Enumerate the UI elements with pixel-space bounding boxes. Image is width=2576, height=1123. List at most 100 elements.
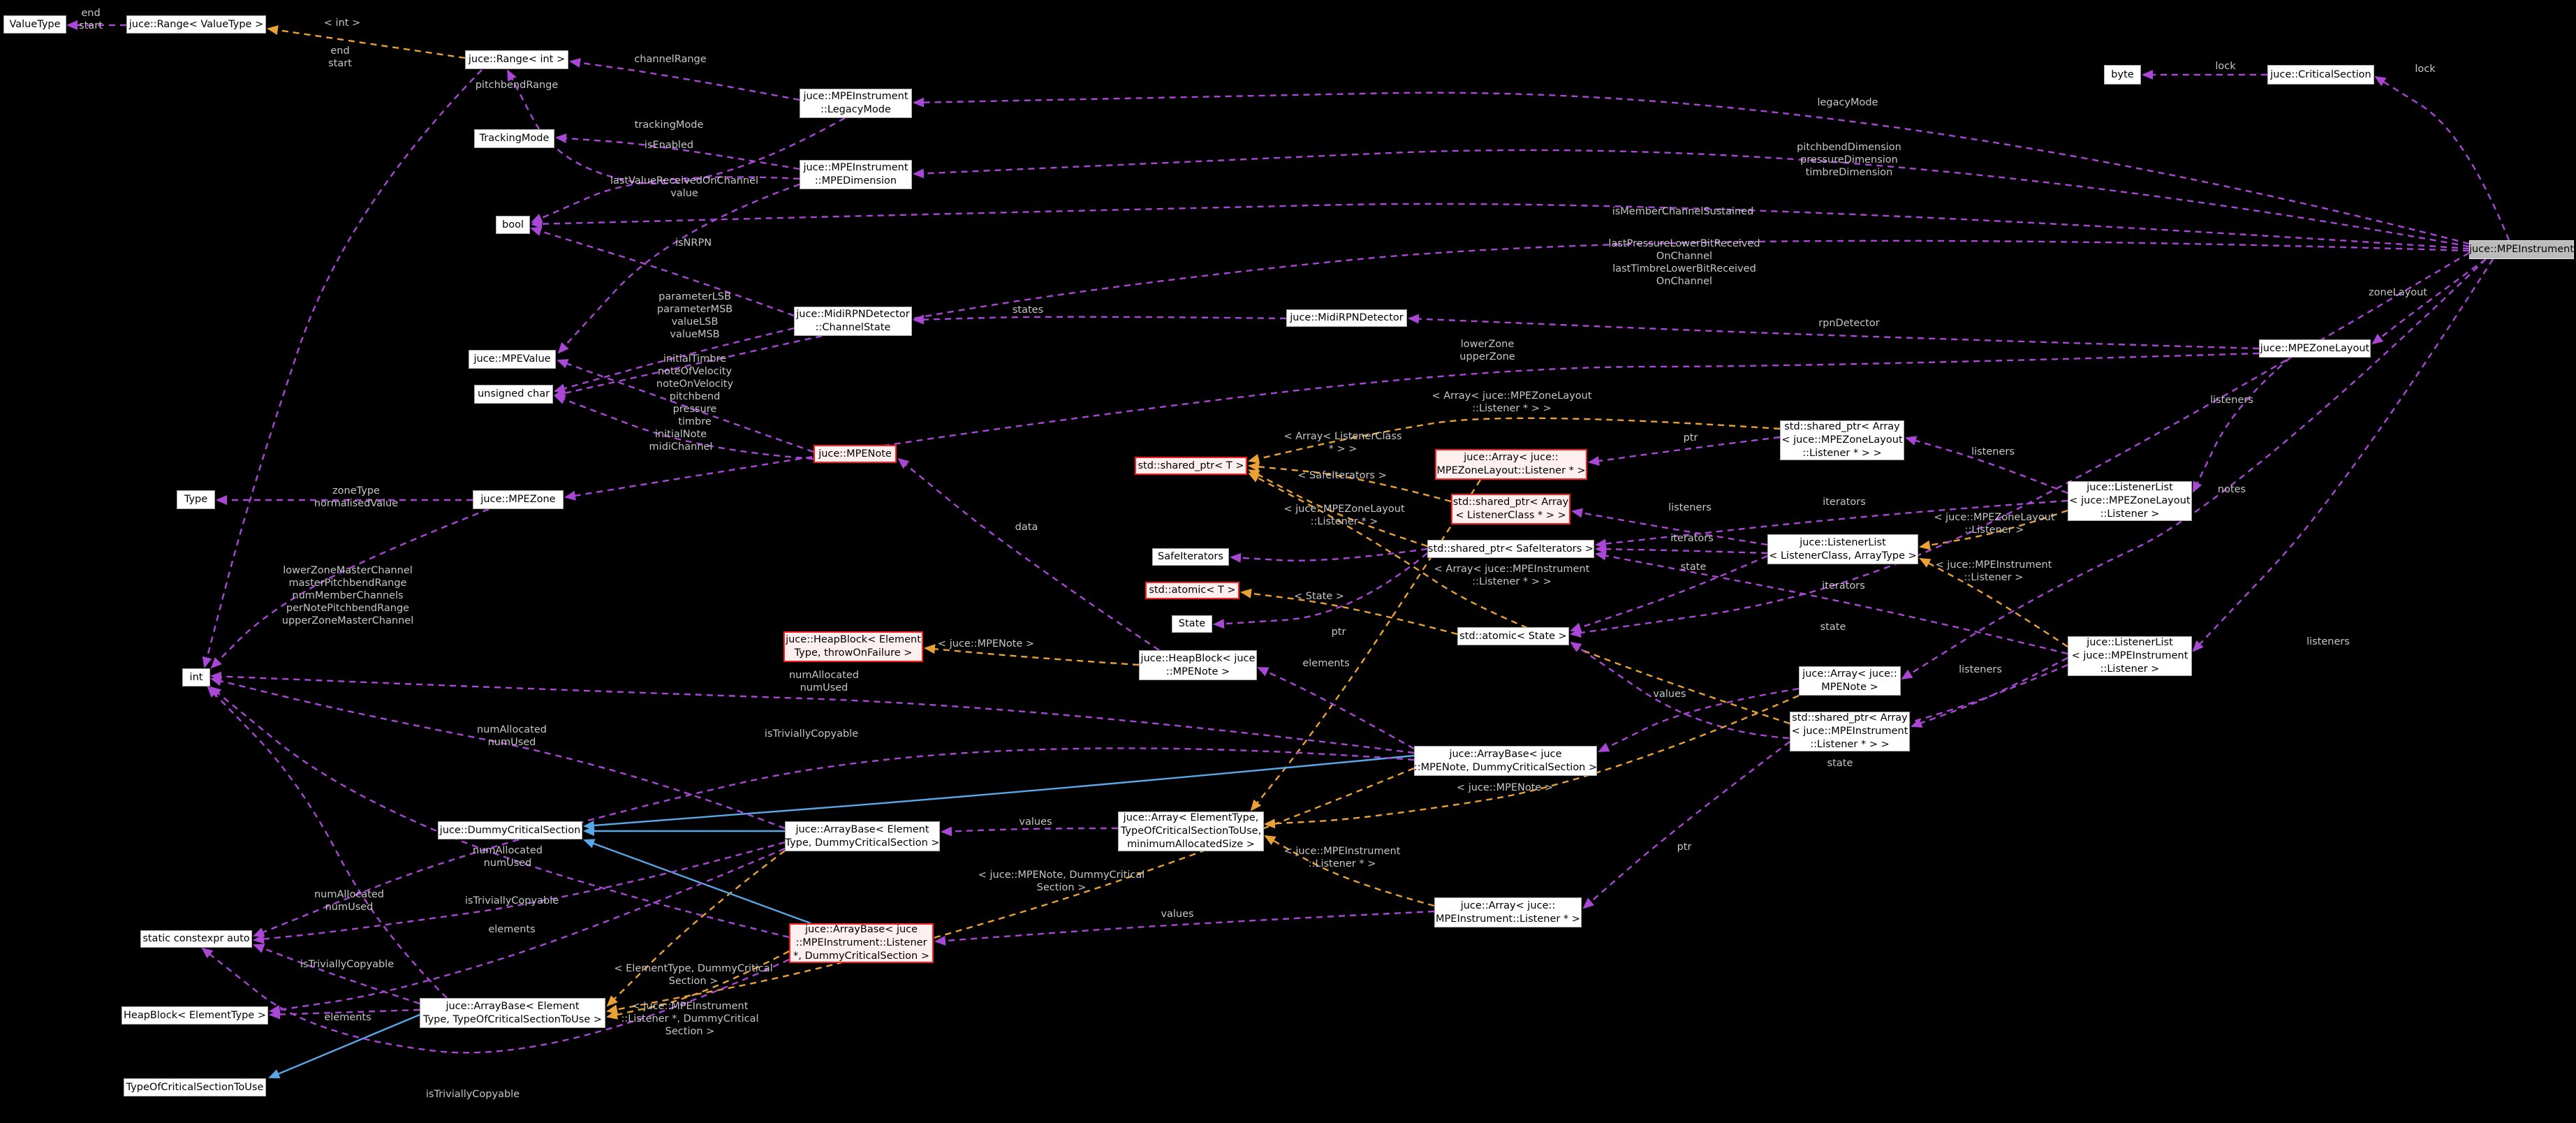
node-label-line: std::shared_ptr< SafeIterators > (1427, 543, 1594, 555)
node-label-line: juce::ListenerList (2086, 637, 2173, 648)
edge-listenerlist-mpezl-to-listenerlist-generic (1919, 509, 2068, 550)
node-mpeinstrument-legacymode[interactable]: juce::MPEInstrument::LegacyMode (800, 89, 912, 118)
node-mpezonelayout[interactable]: juce::MPEZoneLayout (2259, 339, 2371, 358)
node-label-line: juce::ArrayBase< Element (795, 823, 929, 835)
node-label-line: juce::MPEValue (473, 353, 551, 365)
node-bool[interactable]: bool (496, 216, 530, 234)
node-array-mpenote[interactable]: juce::Array< juce::MPENote > (1799, 666, 1901, 696)
node-label-line: HeapBlock< ElementType > (124, 1009, 266, 1021)
node-label-line: minimumAllocatedSize > (1127, 839, 1255, 850)
node-safeiterators[interactable]: SafeIterators (1152, 548, 1229, 566)
node-int[interactable]: int (182, 668, 210, 687)
node-atomic-t[interactable]: std::atomic< T > (1145, 582, 1239, 599)
node-label-line: juce::Array< ElementType, (1123, 812, 1259, 823)
node-range-valuetype[interactable]: juce::Range< ValueType > (126, 15, 266, 34)
edge-listenerlist-mpei-to-atomic-state (1570, 641, 2068, 740)
node-array-mpezonelayout-listener[interactable]: juce::Array< juce::MPEZoneLayout::Listen… (1435, 449, 1587, 480)
node-label-line: juce::Array< juce:: (1802, 668, 1897, 680)
node-static-constexpr-auto[interactable]: static constexpr auto (140, 930, 252, 948)
node-arraybase-mpenote[interactable]: juce::ArrayBase< juce::MPENote, DummyCri… (1414, 746, 1597, 776)
node-label-line: std::shared_ptr< Array (1784, 421, 1900, 432)
node-label-line: < juce::MPEInstrument (1791, 726, 1908, 737)
node-label-line: juce::ListenerList (1799, 536, 1886, 548)
node-label-line: std::shared_ptr< Array (1452, 497, 1569, 508)
node-label-line: ::Listener * > > (1802, 448, 1882, 459)
edge-array-generic-to-arraybase-et-dcs (941, 826, 1119, 837)
node-listenerlist-mpezonelayout[interactable]: juce::ListenerList< juce::MPEZoneLayout:… (2068, 481, 2192, 521)
edge-arraybase-mpei-inherits-dummycs (583, 839, 811, 925)
node-array-generic[interactable]: juce::Array< ElementType,TypeOfCriticalS… (1118, 812, 1264, 851)
node-label-line: Type (184, 494, 208, 505)
node-listenerlist-mpeinstrument[interactable]: juce::ListenerList< juce::MPEInstrument:… (2068, 636, 2192, 676)
node-heapblock-elementtype[interactable]: HeapBlock< ElementType > (122, 1006, 268, 1025)
node-label-line: juce::ListenerList (2086, 482, 2173, 493)
node-shared-ptr-t[interactable]: std::shared_ptr< T > (1135, 457, 1247, 475)
node-shared-ptr-array-mpeinstrument-listener[interactable]: std::shared_ptr< Array< juce::MPEInstrum… (1790, 712, 1910, 751)
edge-array-mpezl-to-array-generic (1250, 479, 1482, 812)
node-mpeinstrument[interactable]: juce::MPEInstrument (2469, 240, 2574, 259)
edge-listenerlist-generic-to-atomic-state (1570, 555, 1768, 633)
edge-sharedptr-array-mpei-to-array-mpei (1582, 741, 1790, 909)
node-label-line: MPEInstrument::Listener * > (1436, 913, 1580, 925)
node-midirpndetector[interactable]: juce::MidiRPNDetector (1286, 309, 1407, 327)
edge-arraybase-generic-inherits-typeofcs (268, 1013, 420, 1079)
node-shared-ptr-array-mpezonelayout-listener[interactable]: std::shared_ptr< Array< juce::MPEZoneLay… (1780, 420, 1904, 460)
node-criticalsection[interactable]: juce::CriticalSection (2267, 65, 2374, 85)
edge-heapblock-mpenote-to-heapblock-generic (924, 644, 1140, 666)
node-label-line: std::shared_ptr< T > (1138, 460, 1244, 471)
node-atomic-state[interactable]: std::atomic< State > (1457, 627, 1569, 645)
node-midirpndetector-channelstate[interactable]: juce::MidiRPNDetector::ChannelState (794, 307, 912, 336)
node-mpeinstrument-mpedimension[interactable]: juce::MPEInstrument::MPEDimension (800, 160, 912, 189)
edge-arraybase-mpei-to-int (209, 686, 790, 939)
node-mpezone[interactable]: juce::MPEZone (473, 490, 564, 509)
node-range-int[interactable]: juce::Range< int > (465, 50, 568, 69)
node-state[interactable]: State (1172, 615, 1212, 633)
node-label-line: juce::MidiRPNDetector (796, 309, 910, 320)
node-label-line: Type, throwOnFailure > (794, 647, 913, 659)
node-byte[interactable]: byte (2104, 65, 2141, 85)
edge-arraybase-mpenote-to-int (210, 671, 1415, 754)
node-unsigned-char[interactable]: unsigned char (474, 385, 553, 404)
edge-sharedptr-array-mpei-to-sharedptr-t (1248, 472, 1790, 725)
node-label-line: TrackingMode (479, 133, 550, 144)
node-label-line: juce::Array< juce:: (1460, 900, 1556, 911)
edge-arraybase-generic-to-heapblock-et (269, 1008, 420, 1020)
node-dummycriticalsection[interactable]: juce::DummyCriticalSection (438, 821, 582, 839)
node-label-line: juce::ArrayBase< juce (1449, 748, 1562, 760)
node-shared-ptr-safeiterators[interactable]: std::shared_ptr< SafeIterators > (1427, 540, 1594, 558)
edge-heapblock-mpenote-to-mpenote (897, 457, 1160, 651)
edge-listenerlist-mpei-to-sharedptr-array-mpei (1911, 656, 2068, 728)
node-typeofcriticalsectiontouse[interactable]: TypeOfCriticalSectionToUse (124, 1078, 266, 1096)
node-label-line: juce::MPEZone (480, 494, 556, 505)
node-arraybase-mpeinstrument-listener[interactable]: juce::ArrayBase< juce::MPEInstrument::Li… (789, 923, 934, 963)
node-valuetype[interactable]: ValueType (3, 15, 66, 34)
node-label-line: ::MPENote, DummyCriticalSection > (1413, 761, 1598, 773)
node-label-line: < juce::MPEZoneLayout (1781, 434, 1903, 446)
edge-midirpndetector-to-channelstate (913, 314, 1287, 325)
node-trackingmode[interactable]: TrackingMode (474, 129, 554, 148)
node-listenerlist-generic[interactable]: juce::ListenerList< ListenerClass, Array… (1767, 534, 1918, 564)
node-mpevalue[interactable]: juce::MPEValue (469, 350, 556, 369)
node-label-line: juce::Range< ValueType > (128, 18, 264, 30)
node-type[interactable]: Type (177, 490, 215, 509)
node-label-line: ValueType (9, 18, 61, 30)
node-label-line: < ListenerClass, ArrayType > (1769, 550, 1917, 562)
node-shared-ptr-array-listenerclass[interactable]: std::shared_ptr< Array< ListenerClass * … (1451, 494, 1570, 524)
node-label-line: ::ChannelState (815, 322, 891, 333)
edge-mpezonelayout-to-midirpndetector (1408, 314, 2260, 350)
node-array-mpeinstrument-listener[interactable]: juce::Array< juce::MPEInstrument::Listen… (1434, 897, 1582, 927)
node-label-line: juce::MPENote (818, 448, 892, 460)
node-heapblock-mpenote[interactable]: juce::HeapBlock< juce::MPENote > (1139, 650, 1257, 680)
node-label-line: unsigned char (477, 388, 550, 399)
node-label-line: MPEZoneLayout::Listener * > (1436, 465, 1586, 476)
edge-mpezonelayout-to-mpezone (564, 352, 2260, 501)
node-label-line: ::MPENote > (1165, 666, 1230, 677)
edge-mpezonelayout-to-listenerlist-mpezl (2192, 357, 2291, 493)
node-label-line: *, DummyCriticalSection > (793, 950, 929, 962)
node-mpenote[interactable]: juce::MPENote (814, 445, 897, 463)
edge-mpeinstrument-to-mpedimension (913, 149, 2470, 248)
edge-listenerlist-generic-to-sharedptr-safeiterators (1595, 544, 1768, 555)
